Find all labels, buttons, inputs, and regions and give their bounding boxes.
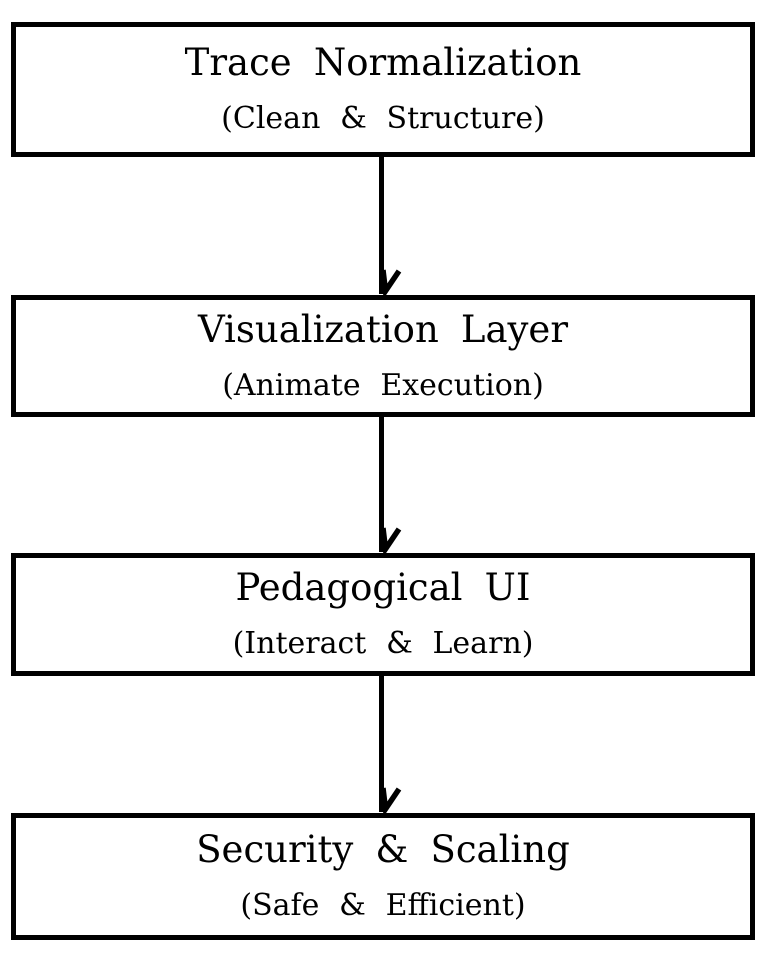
arrowhead-icon: [380, 269, 402, 295]
box-subtitle: (Animate Execution): [222, 367, 544, 403]
flow-box-trace-normalization: Trace Normalization (Clean & Structure): [11, 22, 755, 157]
box-title: Visualization Layer: [197, 307, 569, 351]
box-subtitle: (Safe & Efficient): [240, 888, 526, 924]
box-title: Trace Normalization: [184, 41, 582, 85]
arrowhead-icon: [380, 527, 402, 553]
box-subtitle: (Clean & Structure): [221, 101, 545, 137]
box-title: Pedagogical UI: [235, 566, 531, 610]
box-subtitle: (Interact & Learn): [232, 626, 534, 662]
flow-arrow-1: [379, 157, 402, 295]
flow-box-visualization-layer: Visualization Layer (Animate Execution): [11, 295, 755, 417]
arrowhead-icon: [380, 787, 402, 813]
flow-box-pedagogical-ui: Pedagogical UI (Interact & Learn): [11, 553, 755, 676]
box-title: Security & Scaling: [196, 828, 570, 872]
flow-box-security-scaling: Security & Scaling (Safe & Efficient): [11, 813, 755, 940]
flow-arrow-2: [379, 417, 402, 553]
flow-arrow-3: [379, 676, 402, 813]
